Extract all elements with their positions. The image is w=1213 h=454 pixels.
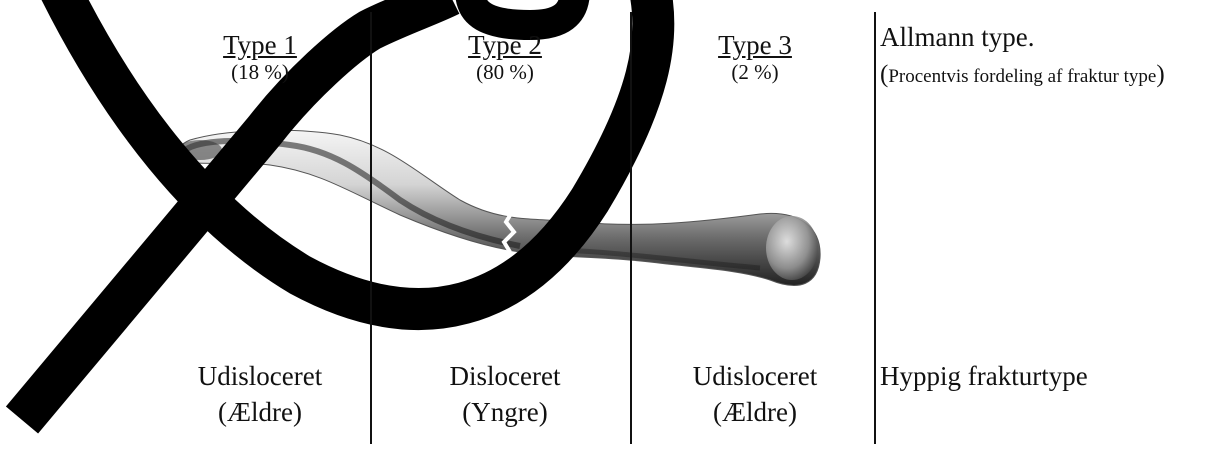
type-label: Type 2 — [415, 30, 595, 60]
dislocation-status: Udisloceret — [150, 358, 370, 394]
column-divider-2 — [630, 12, 632, 444]
type-percentage: (80 %) — [415, 60, 595, 84]
type-percentage: (18 %) — [170, 60, 350, 84]
column-footer-type-1: Udisloceret (Ældre) — [150, 358, 370, 430]
type-label: Type 3 — [665, 30, 845, 60]
legend-title: Allmann type. — [880, 20, 1034, 54]
dislocation-status: Disloceret — [395, 358, 615, 394]
column-footer-type-3: Udisloceret (Ældre) — [645, 358, 865, 430]
column-divider-3 — [874, 12, 876, 444]
age-group: (Ældre) — [150, 394, 370, 430]
dislocation-status: Udisloceret — [645, 358, 865, 394]
legend-note-text: Procentvis fordeling af fraktur type — [888, 66, 1156, 87]
legend-paren-close: ) — [1156, 61, 1164, 88]
legend-footer: Hyppig frakturtype — [880, 358, 1088, 394]
column-header-type-2: Type 2 (80 %) — [415, 30, 595, 84]
type-percentage: (2 %) — [665, 60, 845, 84]
column-divider-1 — [370, 12, 372, 444]
column-footer-type-2: Disloceret (Yngre) — [395, 358, 615, 430]
age-group: (Ældre) — [645, 394, 865, 430]
age-group: (Yngre) — [395, 394, 615, 430]
legend-note: (Procentvis fordeling af fraktur type) — [880, 58, 1210, 94]
column-header-type-3: Type 3 (2 %) — [665, 30, 845, 84]
type-label: Type 1 — [170, 30, 350, 60]
column-header-type-1: Type 1 (18 %) — [170, 30, 350, 84]
